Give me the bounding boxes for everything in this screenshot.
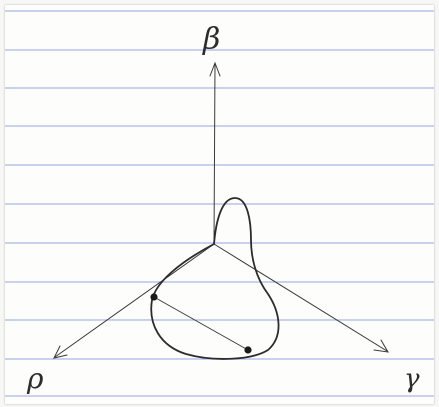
beta-label: β <box>202 22 220 57</box>
gamma-label: γ <box>404 364 420 394</box>
closed-curve <box>150 197 280 360</box>
point-marker <box>150 293 158 301</box>
rule-lines <box>5 10 434 397</box>
rho-label: ρ <box>26 362 44 395</box>
beta-axis <box>213 63 216 245</box>
axes <box>53 61 389 359</box>
rho-axis <box>54 243 215 358</box>
gamma-axis <box>213 243 388 352</box>
point-marker <box>244 346 252 354</box>
beta-arrowhead <box>209 61 221 77</box>
chord-segment <box>153 296 249 351</box>
gamma-arrowhead <box>373 339 389 353</box>
rho-arrowhead <box>53 345 68 359</box>
